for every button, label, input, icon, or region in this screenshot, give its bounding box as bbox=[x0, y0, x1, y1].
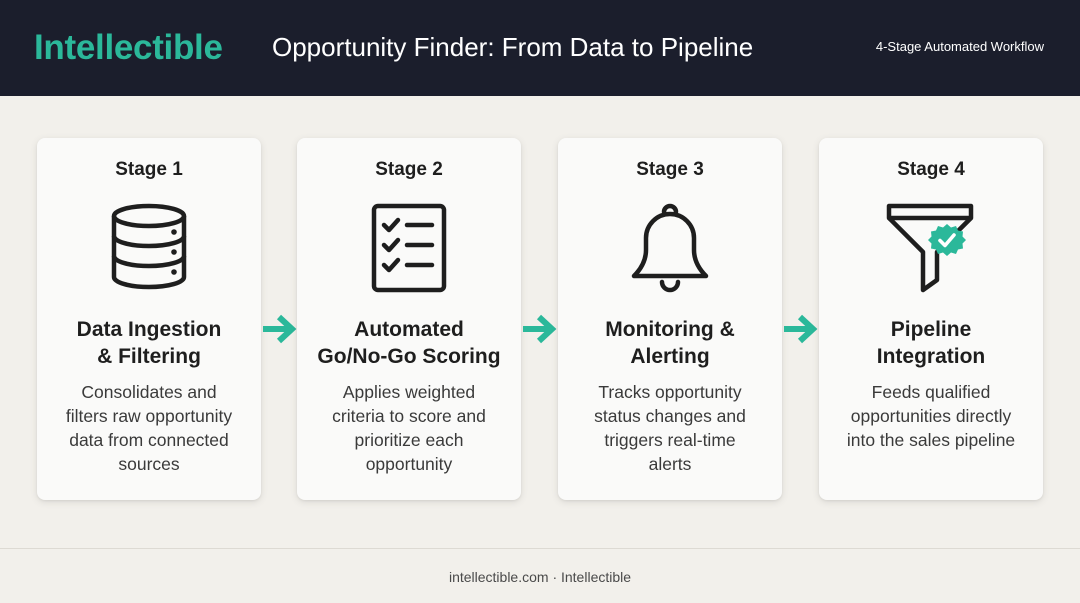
header-bar: Intellectible Opportunity Finder: From D… bbox=[0, 0, 1080, 96]
stage-card-1: Stage 1 Data Ingestion & Filtering Conso… bbox=[37, 138, 261, 500]
brand-logo: Intellectible bbox=[34, 28, 223, 67]
stage-description: Applies weighted criteria to score and p… bbox=[332, 382, 486, 474]
stage-description: Consolidates and filters raw opportunity… bbox=[65, 382, 233, 474]
stage-label: Stage 4 bbox=[897, 159, 965, 180]
page-title: Opportunity Finder: From Data to Pipelin… bbox=[272, 32, 754, 62]
stage-card-4: Stage 4 Pipeline Integration Feeds quali… bbox=[819, 138, 1043, 500]
stage-title: Data Ingestion & Filtering bbox=[76, 318, 222, 368]
checklist-icon bbox=[359, 202, 459, 294]
funnel-check-icon bbox=[881, 202, 981, 294]
database-icon bbox=[99, 202, 199, 294]
footer-text: intellectible.com · Intellectible bbox=[448, 569, 632, 585]
arrow-right-icon bbox=[519, 312, 559, 346]
stage-label: Stage 2 bbox=[375, 159, 443, 180]
arrow-right-icon bbox=[780, 312, 820, 346]
stage-title: Pipeline Integration bbox=[876, 318, 986, 368]
stage-title: Monitoring & Alerting bbox=[605, 318, 735, 368]
footer-divider bbox=[0, 548, 1080, 549]
stage-label: Stage 1 bbox=[115, 159, 183, 180]
page-subtitle: 4-Stage Automated Workflow bbox=[875, 39, 1044, 54]
stage-card-2: Stage 2 Automated Go/No-Go Scoring Appli… bbox=[297, 138, 521, 500]
bell-icon bbox=[620, 202, 720, 294]
stage-description: Tracks opportunity status changes and tr… bbox=[594, 382, 746, 474]
stage-label: Stage 3 bbox=[636, 159, 704, 180]
stage-card-3: Stage 3 Monitoring & Alerting Tracks opp… bbox=[558, 138, 782, 500]
stage-description: Feeds qualified opportunities directly i… bbox=[846, 382, 1016, 450]
arrow-right-icon bbox=[259, 312, 299, 346]
stage-title: Automated Go/No-Go Scoring bbox=[317, 318, 501, 368]
